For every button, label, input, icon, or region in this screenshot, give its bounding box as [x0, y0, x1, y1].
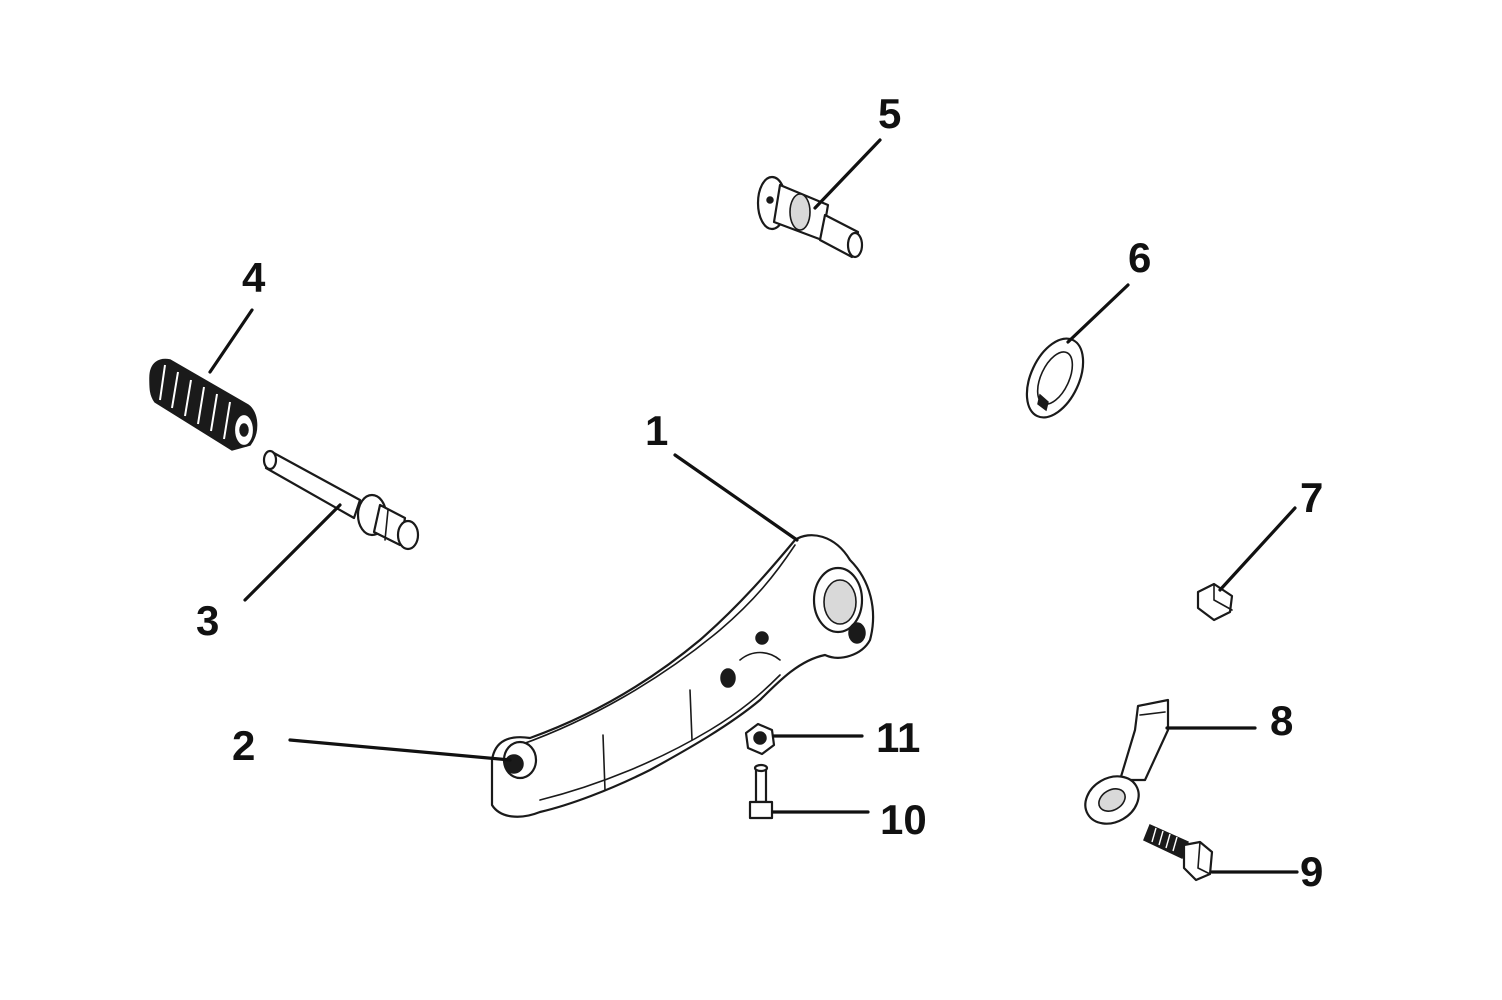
leader-3 [243, 503, 342, 602]
callout-6: 6 [1128, 234, 1151, 281]
leader-4 [208, 308, 254, 374]
callout-1: 1 [645, 407, 668, 454]
flange-bolt-drawing [1143, 823, 1214, 882]
leader-lines [208, 138, 1299, 874]
leader-5 [813, 138, 882, 210]
leader-2 [288, 738, 512, 762]
callout-numbers: 1 2 3 4 5 6 7 8 9 10 11 [196, 90, 1323, 895]
callout-2: 2 [232, 722, 255, 769]
callout-8: 8 [1270, 697, 1293, 744]
callout-3: 3 [196, 597, 219, 644]
leader-1 [673, 453, 799, 542]
small-bolt-drawing [748, 763, 774, 820]
callout-9: 9 [1300, 848, 1323, 895]
callout-11: 11 [876, 714, 920, 761]
shift-lever-drawing [490, 534, 875, 818]
leader-6 [1066, 283, 1130, 344]
leader-7 [1218, 506, 1297, 592]
shift-peg-drawing [262, 449, 420, 551]
callout-5: 5 [878, 90, 901, 137]
pivot-shaft-drawing [756, 175, 864, 259]
callout-4: 4 [242, 254, 266, 301]
callout-7: 7 [1300, 474, 1323, 521]
callout-10: 10 [880, 796, 927, 843]
rubber-peg-cover-drawing [149, 358, 258, 451]
small-nut-drawing [1196, 582, 1234, 622]
rod-end-joint-drawing [1084, 698, 1170, 825]
lock-nut-drawing [744, 722, 776, 756]
retaining-clip-drawing [1025, 337, 1085, 419]
